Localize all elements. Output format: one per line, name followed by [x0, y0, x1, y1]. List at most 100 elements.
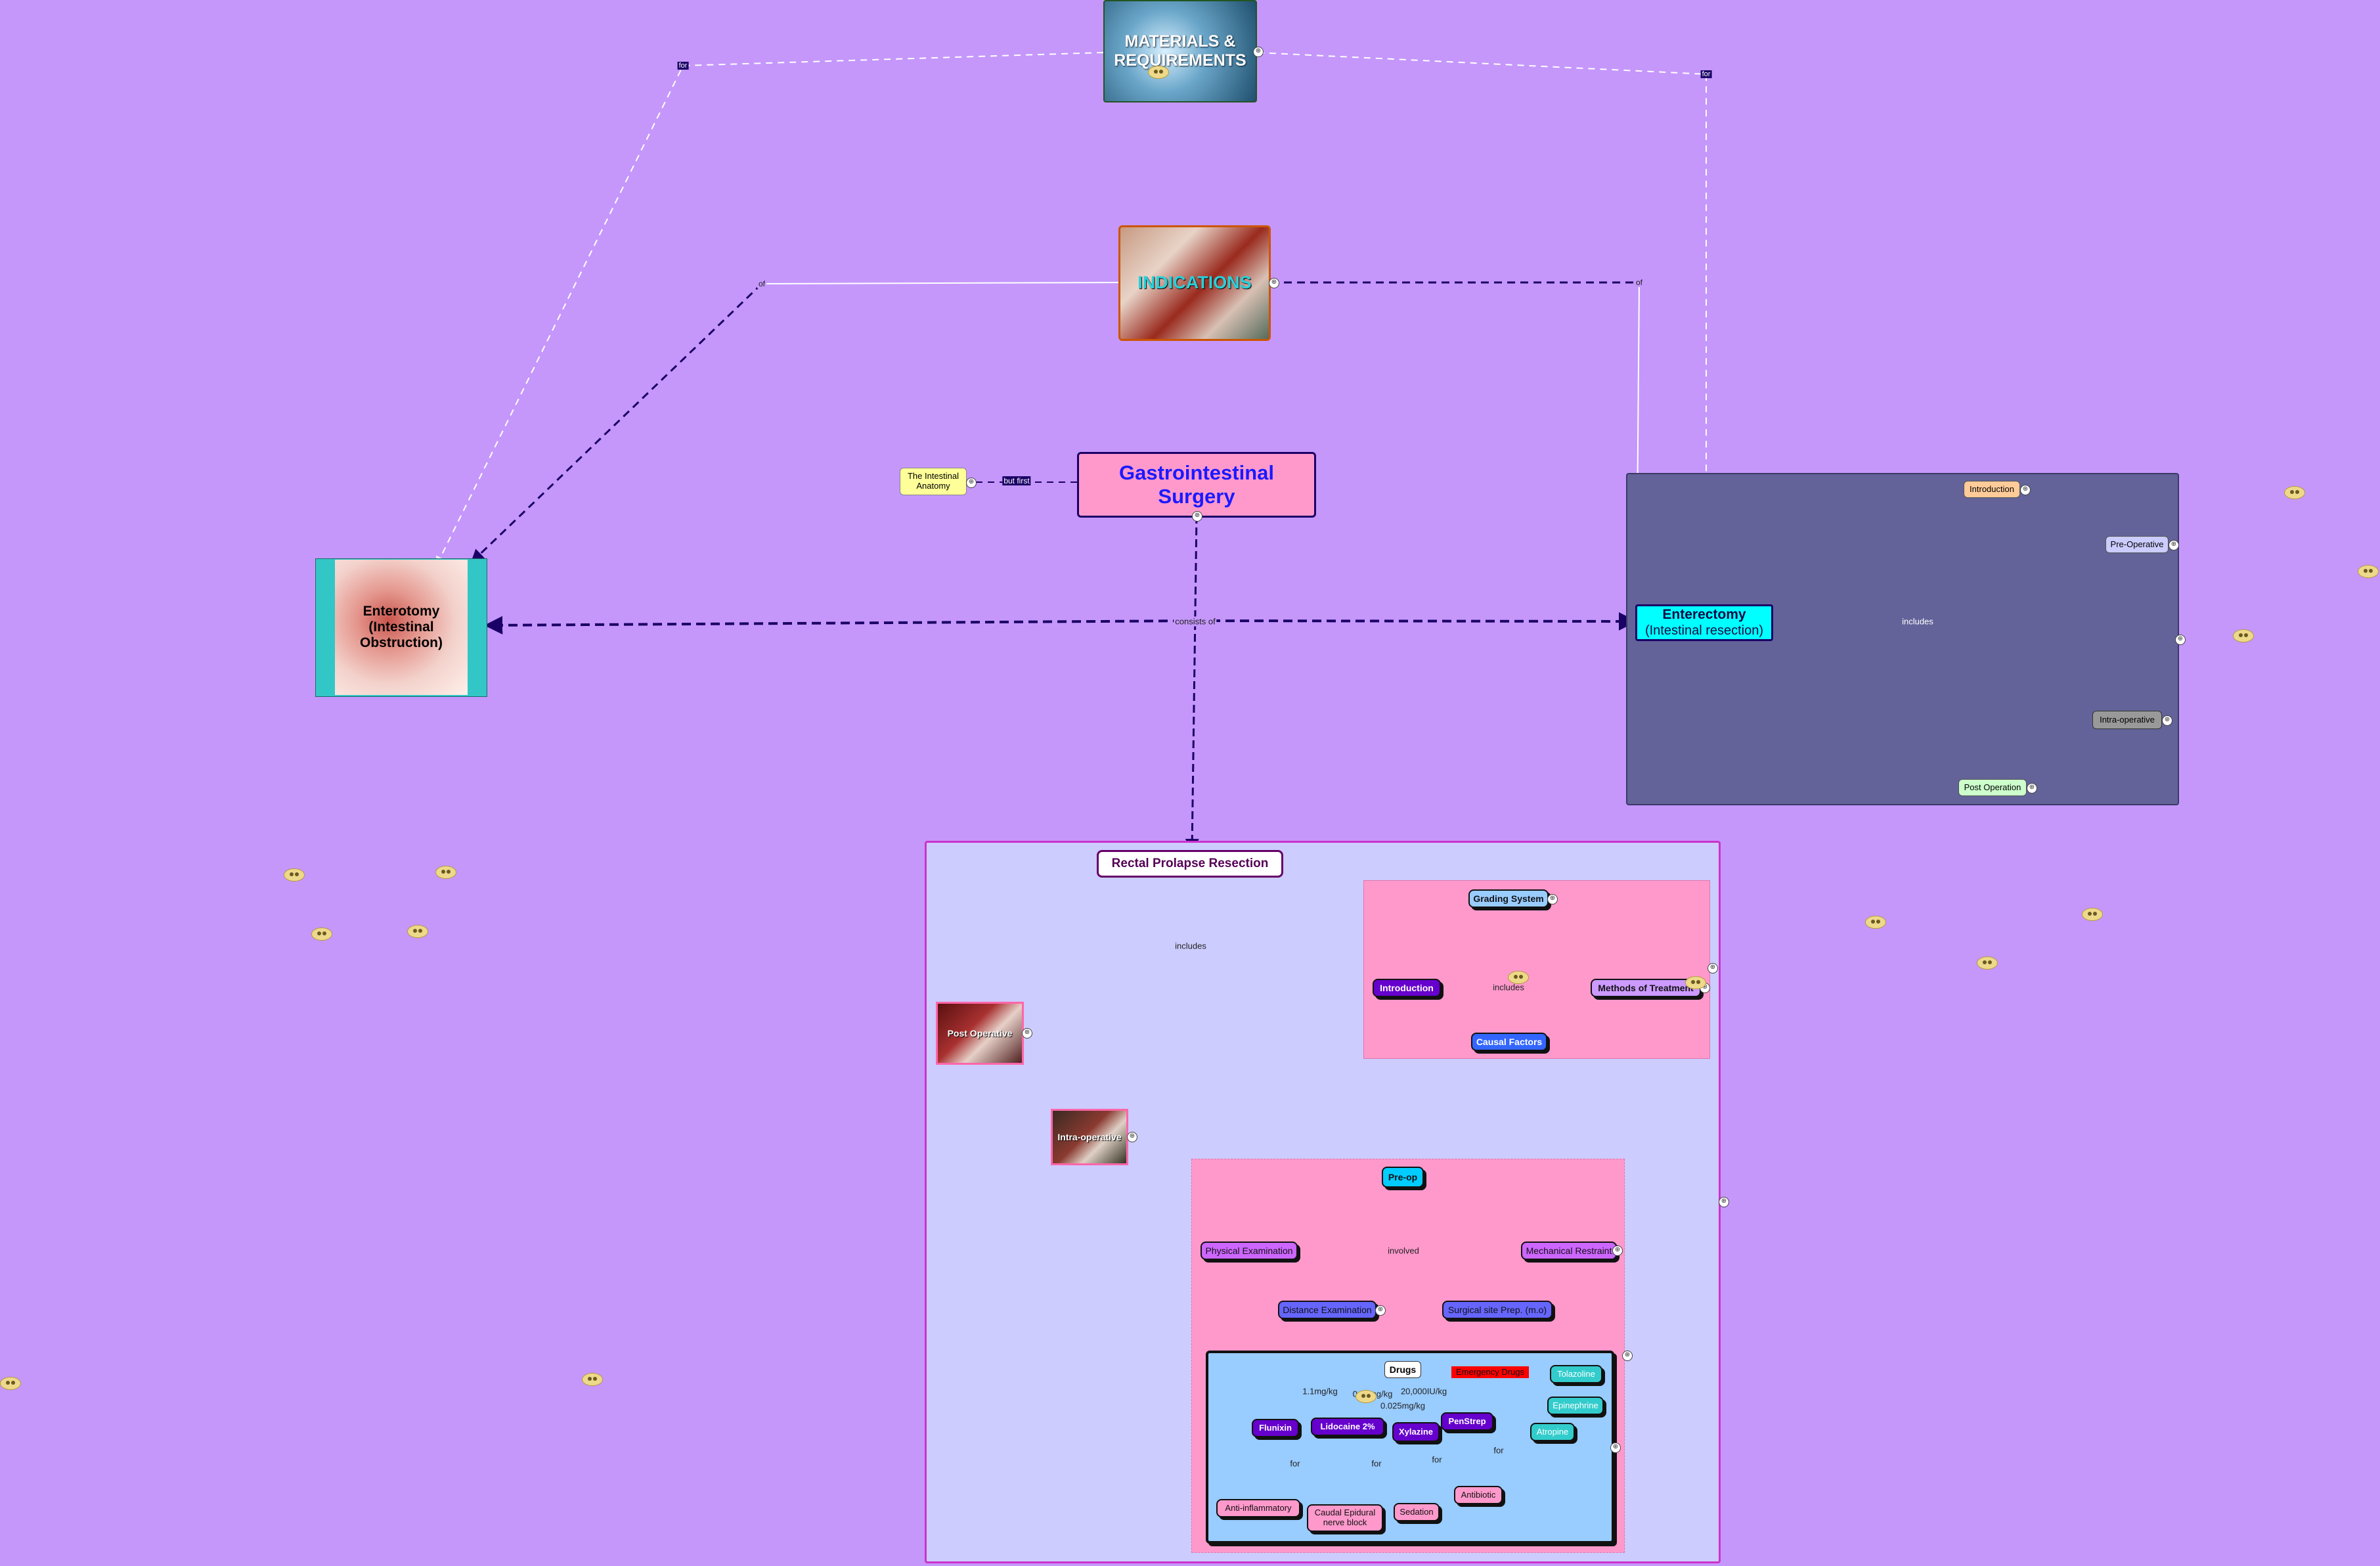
tolazoline-node[interactable]: Tolazoline [1550, 1365, 1602, 1383]
link-label-consists-of: consists of [1174, 616, 1217, 627]
expand-icon[interactable]: ⊕ [1612, 1245, 1623, 1256]
expand-icon[interactable]: ⊕ [1253, 47, 1264, 57]
ent-preop-node[interactable]: Pre-Operative [2105, 536, 2169, 553]
link-label-penstrep-dose: 20,000IU/kg [1399, 1386, 1449, 1397]
smiley-emoji-icon [2358, 565, 2379, 578]
caudal-label: Caudal Epidural nerve block [1314, 1508, 1376, 1527]
link-label-for-xylazine: for [1430, 1454, 1443, 1465]
expand-icon[interactable]: ⊕ [1547, 894, 1558, 905]
intra-operative-node[interactable]: Intra-operative [1051, 1109, 1128, 1165]
rectal-label: Rectal Prolapse Resection [1111, 857, 1269, 871]
smiley-emoji-icon [0, 1377, 21, 1390]
link-label-for-penstrep: for [1492, 1445, 1505, 1456]
expand-icon[interactable]: ⊕ [2020, 485, 2031, 495]
main-topic-node[interactable]: Gastrointestinal Surgery [1077, 452, 1316, 518]
expand-icon[interactable]: ⊕ [1610, 1443, 1621, 1453]
intra-operative-label: Intra-operative [1057, 1131, 1122, 1142]
anti-inflammatory-node[interactable]: Anti-inflammatory [1216, 1499, 1300, 1517]
drugs-label: Drugs [1389, 1364, 1417, 1375]
materials-node[interactable]: MATERIALS & REQUIREMENTS [1103, 0, 1257, 102]
expand-icon[interactable]: ⊕ [1375, 1305, 1386, 1316]
anatomy-label: The Intestinal Anatomy [907, 471, 959, 491]
causal-factors-label: Causal Factors [1476, 1036, 1543, 1047]
penstrep-node[interactable]: PenStrep [1441, 1412, 1493, 1431]
expand-icon[interactable]: ⊕ [2175, 635, 2186, 645]
link-indications-left [761, 282, 1119, 284]
atropine-node[interactable]: Atropine [1530, 1423, 1575, 1441]
indications-label: INDICATIONS [1137, 273, 1252, 293]
caudal-node[interactable]: Caudal Epidural nerve block [1307, 1504, 1383, 1532]
smiley-emoji-icon [284, 868, 305, 882]
smiley-emoji-icon [1685, 976, 1706, 989]
smiley-emoji-icon [1355, 1390, 1377, 1403]
expand-icon[interactable]: ⊕ [2027, 783, 2037, 794]
main-topic-label: Gastrointestinal Surgery [1119, 461, 1274, 508]
expand-icon[interactable]: ⊕ [1192, 511, 1202, 522]
lidocaine-node[interactable]: Lidocaine 2% [1311, 1418, 1384, 1436]
methods-label: Methods of Treatment [1598, 982, 1694, 993]
penstrep-label: PenStrep [1448, 1416, 1486, 1426]
ent-postop-node[interactable]: Post Operation [1958, 779, 2027, 796]
anti-inflammatory-label: Anti-inflammatory [1225, 1502, 1292, 1513]
ent-introduction-node[interactable]: Introduction [1964, 481, 2020, 498]
link-materials-left [436, 52, 1104, 566]
materials-label: MATERIALS & REQUIREMENTS [1114, 32, 1246, 70]
indications-node[interactable]: INDICATIONS [1118, 225, 1271, 341]
smiley-emoji-icon [2233, 629, 2254, 642]
link-main-down [1185, 515, 1199, 853]
expand-icon[interactable]: ⊕ [1622, 1351, 1633, 1361]
introduction-label: Introduction [1380, 982, 1434, 993]
post-operative-node[interactable]: Post Operative [936, 1002, 1024, 1065]
causal-factors-node[interactable]: Causal Factors [1471, 1033, 1547, 1051]
mechanical-restraint-node[interactable]: Mechanical Restraint [1521, 1242, 1617, 1260]
expand-icon[interactable]: ⊕ [966, 478, 977, 488]
link-label-xylazine-dose: 0.025mg/kg [1379, 1400, 1426, 1411]
grading-system-label: Grading System [1473, 893, 1544, 904]
smiley-emoji-icon [1865, 916, 1886, 929]
atropine-label: Atropine [1536, 1426, 1569, 1437]
epinephrine-node[interactable]: Epinephrine [1547, 1397, 1604, 1415]
mechanical-restraint-label: Mechanical Restraint [1526, 1245, 1612, 1256]
smiley-emoji-icon [1148, 66, 1169, 79]
introduction-node[interactable]: Introduction [1373, 979, 1441, 997]
grading-system-node[interactable]: Grading System [1468, 889, 1549, 908]
expand-icon[interactable]: ⊕ [2169, 540, 2179, 550]
expand-icon[interactable]: ⊕ [1127, 1132, 1137, 1142]
antibiotic-label: Antibiotic [1461, 1489, 1496, 1500]
expand-icon[interactable]: ⊕ [2162, 715, 2172, 726]
post-operative-label: Post Operative [947, 1027, 1013, 1039]
link-label-flunixin-dose: 1.1mg/kg [1301, 1386, 1339, 1397]
physical-exam-label: Physical Examination [1205, 1245, 1293, 1256]
distance-exam-node[interactable]: Distance Examination [1278, 1301, 1377, 1319]
preop-node[interactable]: Pre-op [1382, 1167, 1424, 1188]
tolazoline-label: Tolazoline [1557, 1368, 1595, 1379]
lidocaine-label: Lidocaine 2% [1320, 1421, 1375, 1431]
link-indications-left2 [470, 282, 763, 564]
antibiotic-node[interactable]: Antibiotic [1454, 1486, 1503, 1504]
methods-node[interactable]: Methods of Treatment [1591, 979, 1701, 997]
epinephrine-label: Epinephrine [1553, 1400, 1598, 1410]
expand-icon[interactable]: ⊕ [1269, 278, 1279, 288]
sedation-label: Sedation [1399, 1506, 1434, 1517]
smiley-emoji-icon [1977, 956, 1998, 970]
emergency-drugs-label: Emergency Drugs [1455, 1366, 1525, 1377]
link-label-of-left: of [757, 279, 767, 288]
expand-icon[interactable]: ⊕ [1719, 1197, 1729, 1207]
rectal-node[interactable]: Rectal Prolapse Resection [1097, 850, 1283, 878]
enterotomy-node[interactable]: Enterotomy (Intestinal Obstruction) [335, 560, 468, 695]
flunixin-label: Flunixin [1259, 1422, 1292, 1433]
drugs-node[interactable]: Drugs [1384, 1361, 1421, 1378]
xylazine-node[interactable]: Xylazine [1392, 1422, 1440, 1442]
smiley-emoji-icon [582, 1373, 603, 1386]
physical-exam-node[interactable]: Physical Examination [1201, 1242, 1298, 1260]
xylazine-label: Xylazine [1398, 1426, 1434, 1437]
expand-icon[interactable]: ⊕ [1022, 1028, 1032, 1039]
enterectomy-node[interactable]: Enterectomy (Intestinal resection) [1635, 604, 1773, 641]
sedation-node[interactable]: Sedation [1394, 1503, 1440, 1521]
ent-intraop-node[interactable]: Intra-operative [2092, 711, 2162, 729]
link-label-of-right: of [1634, 278, 1644, 287]
anatomy-node[interactable]: The Intestinal Anatomy [900, 468, 967, 495]
flunixin-node[interactable]: Flunixin [1252, 1419, 1299, 1437]
expand-icon[interactable]: ⊕ [1708, 963, 1718, 973]
surgical-prep-node[interactable]: Surgical site Prep. (m.o) [1442, 1301, 1553, 1319]
